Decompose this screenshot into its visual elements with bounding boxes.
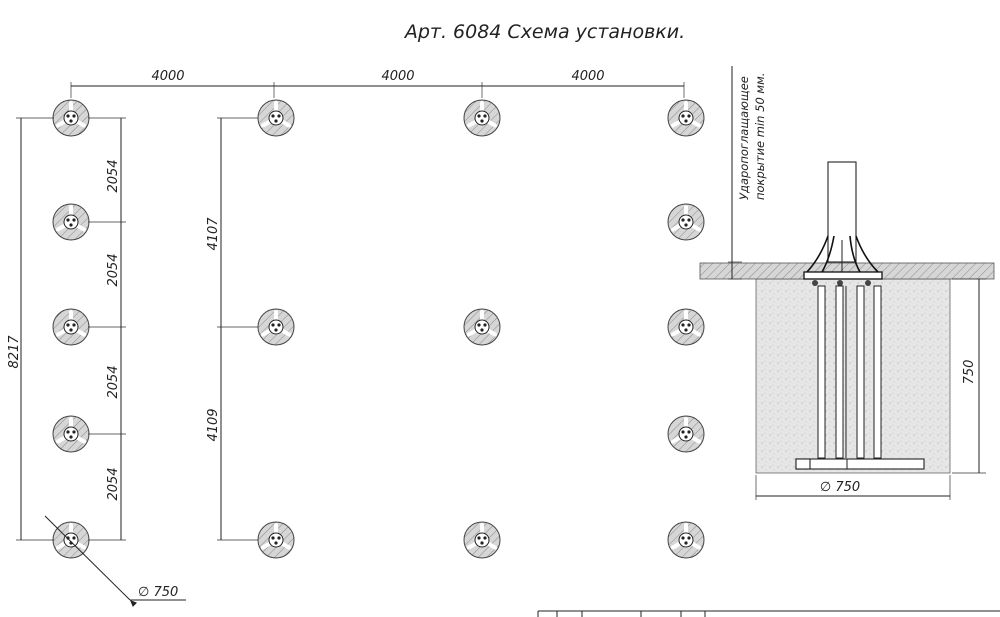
dim-span-1: 4000 — [151, 69, 184, 84]
footing-symbol — [463, 521, 501, 559]
dim-left-seg-4: 2054 — [106, 467, 121, 500]
footing-symbol — [463, 308, 501, 346]
footing-symbol — [667, 415, 705, 453]
anchor-rods — [817, 285, 882, 459]
footing-symbol — [463, 99, 501, 137]
dim-span-3: 4000 — [571, 69, 604, 84]
footing-symbol — [52, 99, 90, 137]
coating-note-line-2: покрытие min 50 мм. — [753, 73, 767, 200]
footing-symbol — [52, 308, 90, 346]
base-flange — [803, 271, 883, 280]
base-plate — [795, 458, 925, 470]
footing-symbol — [257, 99, 295, 137]
footing-symbol — [667, 99, 705, 137]
dim-left-total: 8217 — [7, 335, 22, 369]
footing-symbol — [667, 308, 705, 346]
footing-symbol — [667, 203, 705, 241]
dim-left-seg-2: 2054 — [106, 253, 121, 286]
left-total-dimension: 8217 — [7, 117, 54, 541]
title-block — [537, 610, 1000, 617]
section-view: 750 ∅ 750 Ударопоглащающее покрытие min … — [699, 66, 995, 500]
middle-dimensions: 4107 4109 — [206, 117, 258, 541]
footing-symbol — [52, 415, 90, 453]
dim-left-seg-3: 2054 — [106, 365, 121, 398]
left-segment-dimensions: 2054 2054 2054 2054 — [88, 117, 126, 541]
anchor-bolt-heads — [812, 280, 871, 286]
dim-span-2: 4000 — [381, 69, 414, 84]
footing-plan — [52, 99, 705, 559]
coating-note-line-1: Ударопоглащающее — [737, 76, 751, 200]
dim-footing-diameter: ∅ 750 — [138, 585, 178, 600]
footing-symbol — [257, 308, 295, 346]
dim-section-depth: 750 — [962, 360, 977, 385]
gussets — [806, 235, 879, 273]
drawing-title: Арт. 6084 Схема установки. — [403, 21, 685, 43]
footing-symbol — [52, 521, 90, 559]
top-dimension-chain: 4000 4000 4000 — [70, 69, 685, 98]
dim-mid-upper: 4107 — [206, 217, 221, 251]
footing-diameter-leader: ∅ 750 — [44, 515, 186, 608]
footing-symbol — [52, 203, 90, 241]
footing-symbol — [667, 521, 705, 559]
concrete-footing — [755, 278, 951, 474]
footing-symbol — [257, 521, 295, 559]
dim-section-width: ∅ 750 — [820, 480, 860, 495]
dim-left-seg-1: 2054 — [106, 159, 121, 192]
dim-mid-lower: 4109 — [206, 408, 221, 441]
